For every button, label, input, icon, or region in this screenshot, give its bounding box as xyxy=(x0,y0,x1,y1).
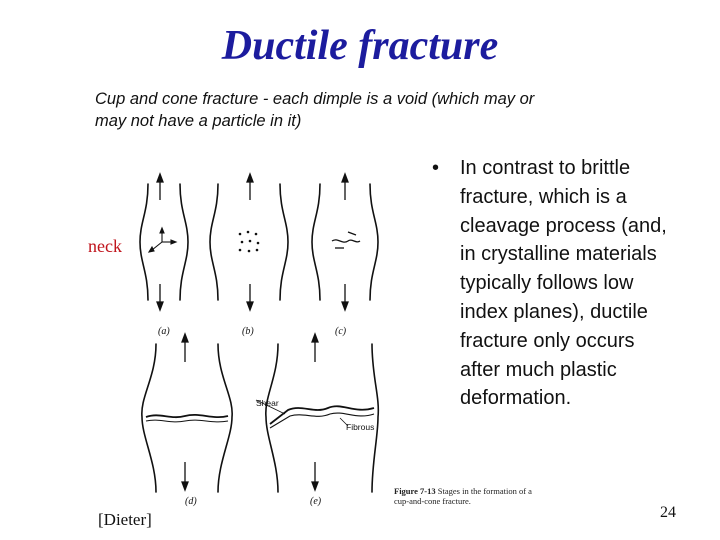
figure-caption: Figure 7-13 Stages in the formation of a… xyxy=(394,486,544,506)
neck-label: neck xyxy=(88,236,122,256)
bullet-point: • In contrast to brittle fracture, which… xyxy=(432,154,672,413)
fibrous-label: Fibrous xyxy=(346,422,374,432)
stage-label-b: (b) xyxy=(242,326,254,337)
bullet-text: In contrast to brittle fracture, which i… xyxy=(460,157,667,410)
figure-description: Cup and cone fracture - each dimple is a… xyxy=(95,90,535,130)
source-citation: [Dieter] xyxy=(98,510,152,529)
shear-label: Shear xyxy=(256,398,279,408)
bullet-dot: • xyxy=(432,157,440,179)
stage-label-e: (e) xyxy=(310,496,322,507)
stage-label-d: (d) xyxy=(185,496,197,507)
slide-title: Ductile fracture xyxy=(221,23,499,69)
figure-caption-number: Figure 7-13 xyxy=(394,486,436,496)
figure-caption-text: Stages in the formation of a cup-and-con… xyxy=(394,486,532,506)
stage-label-c: (c) xyxy=(335,326,347,337)
cup-and-cone-diagram: (a) (b) (c) (d) (e) Shear Fibrous xyxy=(139,172,380,507)
page-number: 24 xyxy=(660,504,676,521)
stage-label-a: (a) xyxy=(158,326,170,337)
